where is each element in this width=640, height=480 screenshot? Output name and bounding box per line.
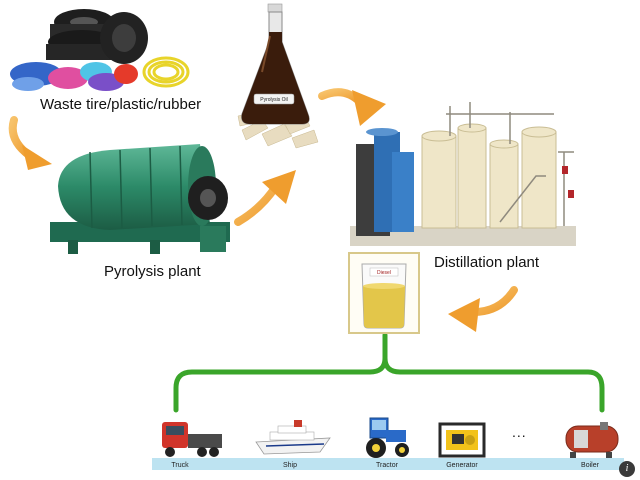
tractor-icon: [366, 417, 409, 458]
vehicle-label-truck: Truck: [171, 462, 189, 469]
vehicle-label-ship: Ship: [282, 462, 297, 469]
rubber-hose: [142, 56, 190, 88]
pyrolysis-plant-image: [50, 144, 230, 254]
ellipsis-more: ...: [512, 424, 527, 440]
arrow-waste-to-pyrolysis: [8, 116, 52, 170]
vehicle-strip: [152, 458, 624, 470]
tire-stack: [46, 9, 148, 64]
plastic-pile: [10, 62, 138, 91]
distillation-label: Distillation plant: [434, 254, 540, 271]
pyrolysis-oil-flask: Pyrolysis Oil: [237, 3, 319, 149]
generator-icon: [438, 422, 486, 458]
arrow-pyrolysis-to-oil: [234, 170, 296, 226]
vehicle-label-boiler: Boiler: [581, 462, 599, 469]
diesel-beaker: Diesel: [348, 252, 420, 334]
vehicle-label-generator: Generator: [446, 462, 478, 469]
waste-materials-image: [10, 9, 190, 91]
arrow-oil-to-distillation: [318, 88, 386, 126]
ship-icon: [255, 420, 331, 455]
flask-label: Pyrolysis Oil: [260, 97, 288, 103]
distillation-plant-image: [350, 102, 576, 246]
green-connector: [173, 332, 605, 413]
watermark-badge: i: [619, 461, 635, 477]
arrow-distillation-to-diesel: [448, 286, 518, 332]
truck-icon: [162, 422, 222, 457]
boiler-icon: [565, 422, 619, 458]
vehicle-label-tractor: Tractor: [376, 462, 398, 469]
beaker-label: Diesel: [377, 270, 391, 276]
pyrolysis-label: Pyrolysis plant: [104, 263, 201, 280]
waste-label: Waste tire/plastic/rubber: [40, 96, 202, 113]
